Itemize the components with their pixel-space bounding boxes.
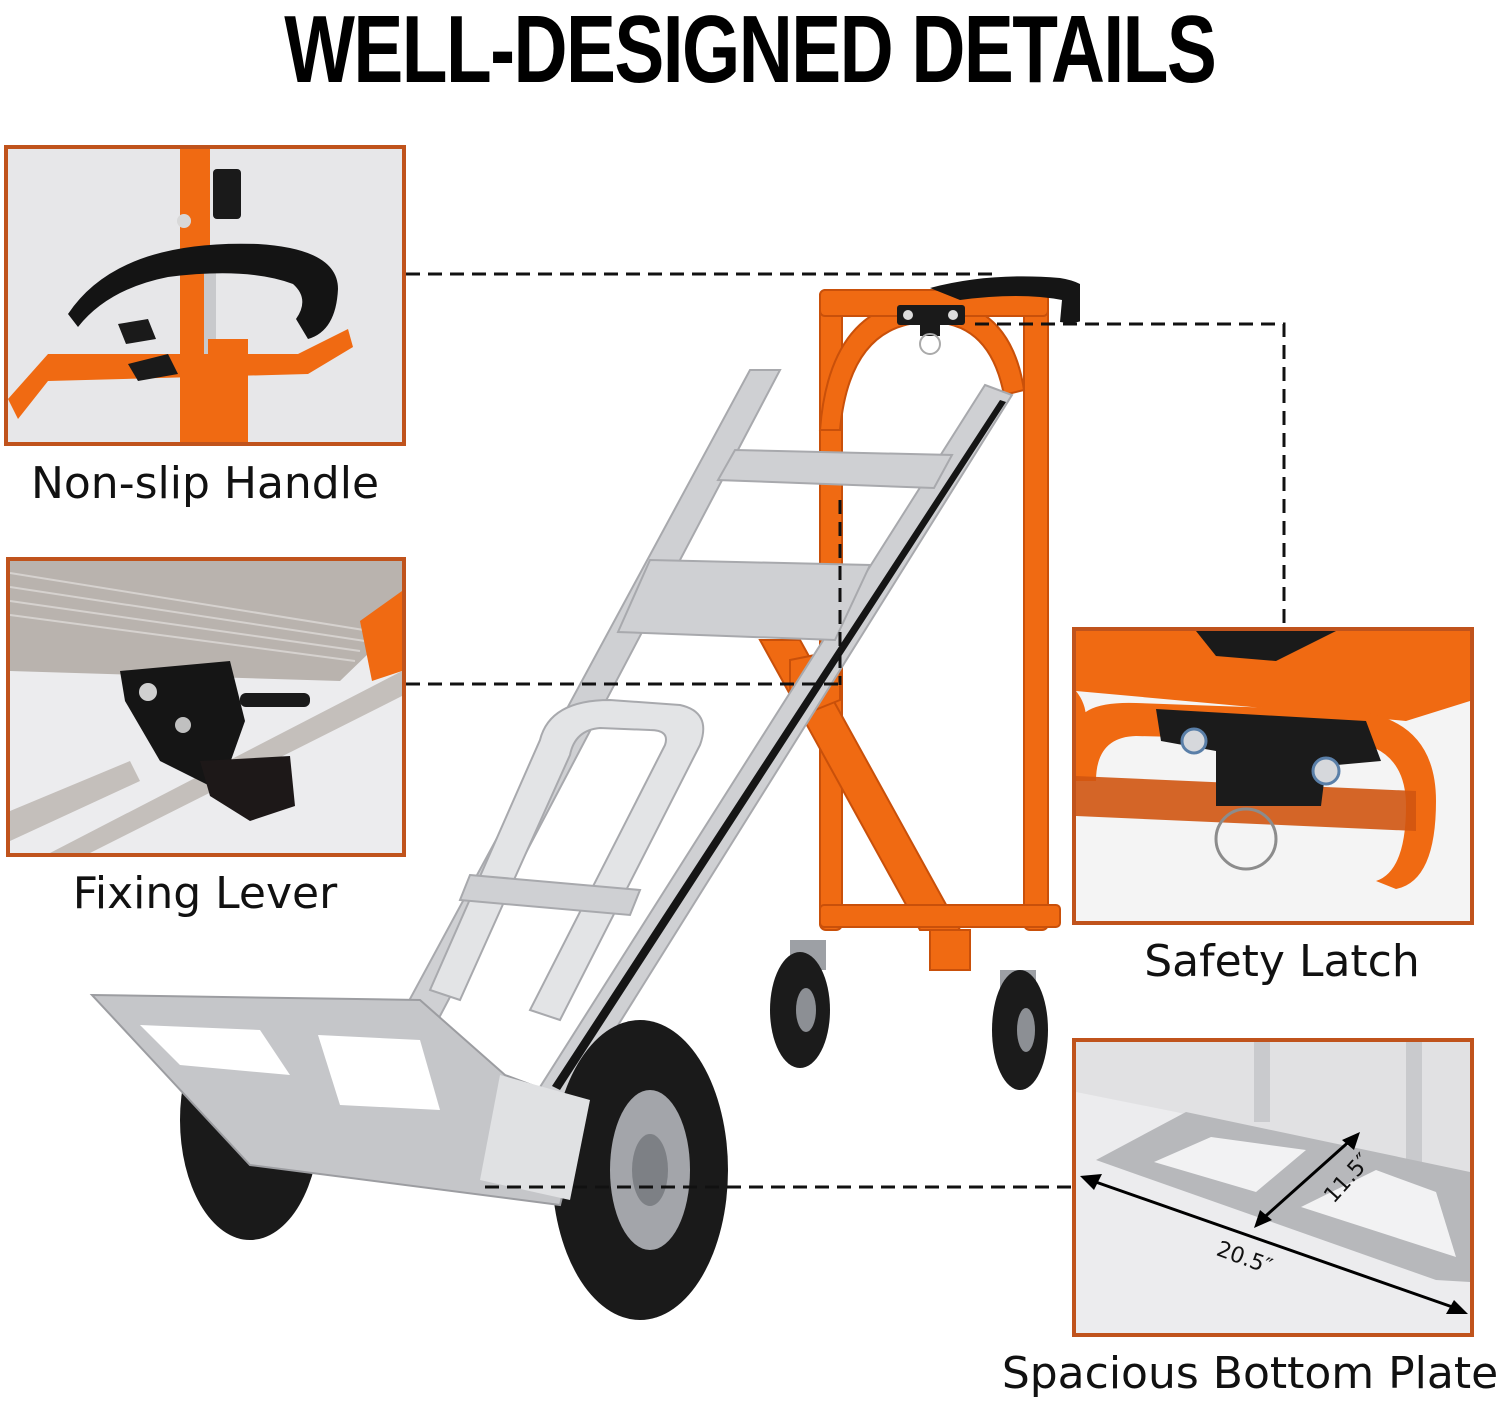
page-title: WELL-DESIGNED DETAILS	[0, 0, 1500, 100]
caption-lever: Fixing Lever	[72, 868, 338, 919]
caster-wheels	[770, 940, 1048, 1090]
caption-latch: Safety Latch	[1144, 936, 1420, 987]
handle-icon	[8, 149, 402, 442]
feature-panel-latch	[1072, 627, 1474, 925]
lever-icon	[10, 561, 402, 853]
hand-truck-product-image	[80, 260, 1093, 1408]
feature-panel-plate: 20.5″ 11.5″	[1072, 1038, 1474, 1337]
top-handle	[930, 276, 1093, 323]
caption-plate: Spacious Bottom Plate	[1001, 1348, 1499, 1399]
feature-panel-handle	[4, 145, 406, 446]
plate-icon: 20.5″ 11.5″	[1076, 1042, 1470, 1333]
aluminum-frame	[348, 369, 1014, 1132]
latch-icon	[1076, 631, 1470, 921]
feature-panel-lever	[6, 557, 406, 857]
title-text: WELL-DESIGNED DETAILS	[284, 0, 1218, 103]
caption-handle: Non-slip Handle	[30, 458, 380, 509]
